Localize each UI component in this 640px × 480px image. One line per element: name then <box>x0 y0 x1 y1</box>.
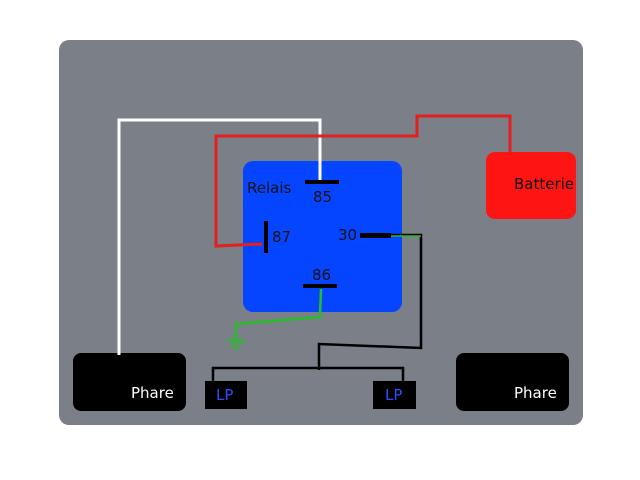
switch-left-box <box>205 381 247 409</box>
relay-contact-86 <box>303 284 337 288</box>
switch-right-box <box>373 381 416 409</box>
headlight-right-label: Phare <box>514 384 557 402</box>
ground-symbol <box>227 339 245 349</box>
relay-pin-86-label: 86 <box>312 266 332 284</box>
relay-pin-85-label: 85 <box>313 188 333 206</box>
relay-title: Relais <box>247 179 292 197</box>
relay-contact-87 <box>264 221 268 253</box>
relay-contact-85 <box>305 180 339 184</box>
headlight-left-label: Phare <box>131 384 174 402</box>
wire-white <box>117 118 322 355</box>
battery-label: Batterie <box>514 175 575 193</box>
relay-body <box>243 161 402 312</box>
relay-contact-30 <box>360 233 391 238</box>
headlight-right-box <box>456 353 569 411</box>
wire-red <box>214 114 512 248</box>
switch-right-label: LP <box>385 386 403 404</box>
relay-pin-30-label: 30 <box>338 226 358 244</box>
wire-black-switches <box>211 366 405 383</box>
headlight-left-box <box>73 353 186 411</box>
wire-green <box>234 288 323 340</box>
relay-pin-87-label: 87 <box>272 228 292 246</box>
switch-left-label: LP <box>216 386 234 404</box>
wire-black-30 <box>317 233 423 370</box>
battery-box <box>486 152 576 219</box>
